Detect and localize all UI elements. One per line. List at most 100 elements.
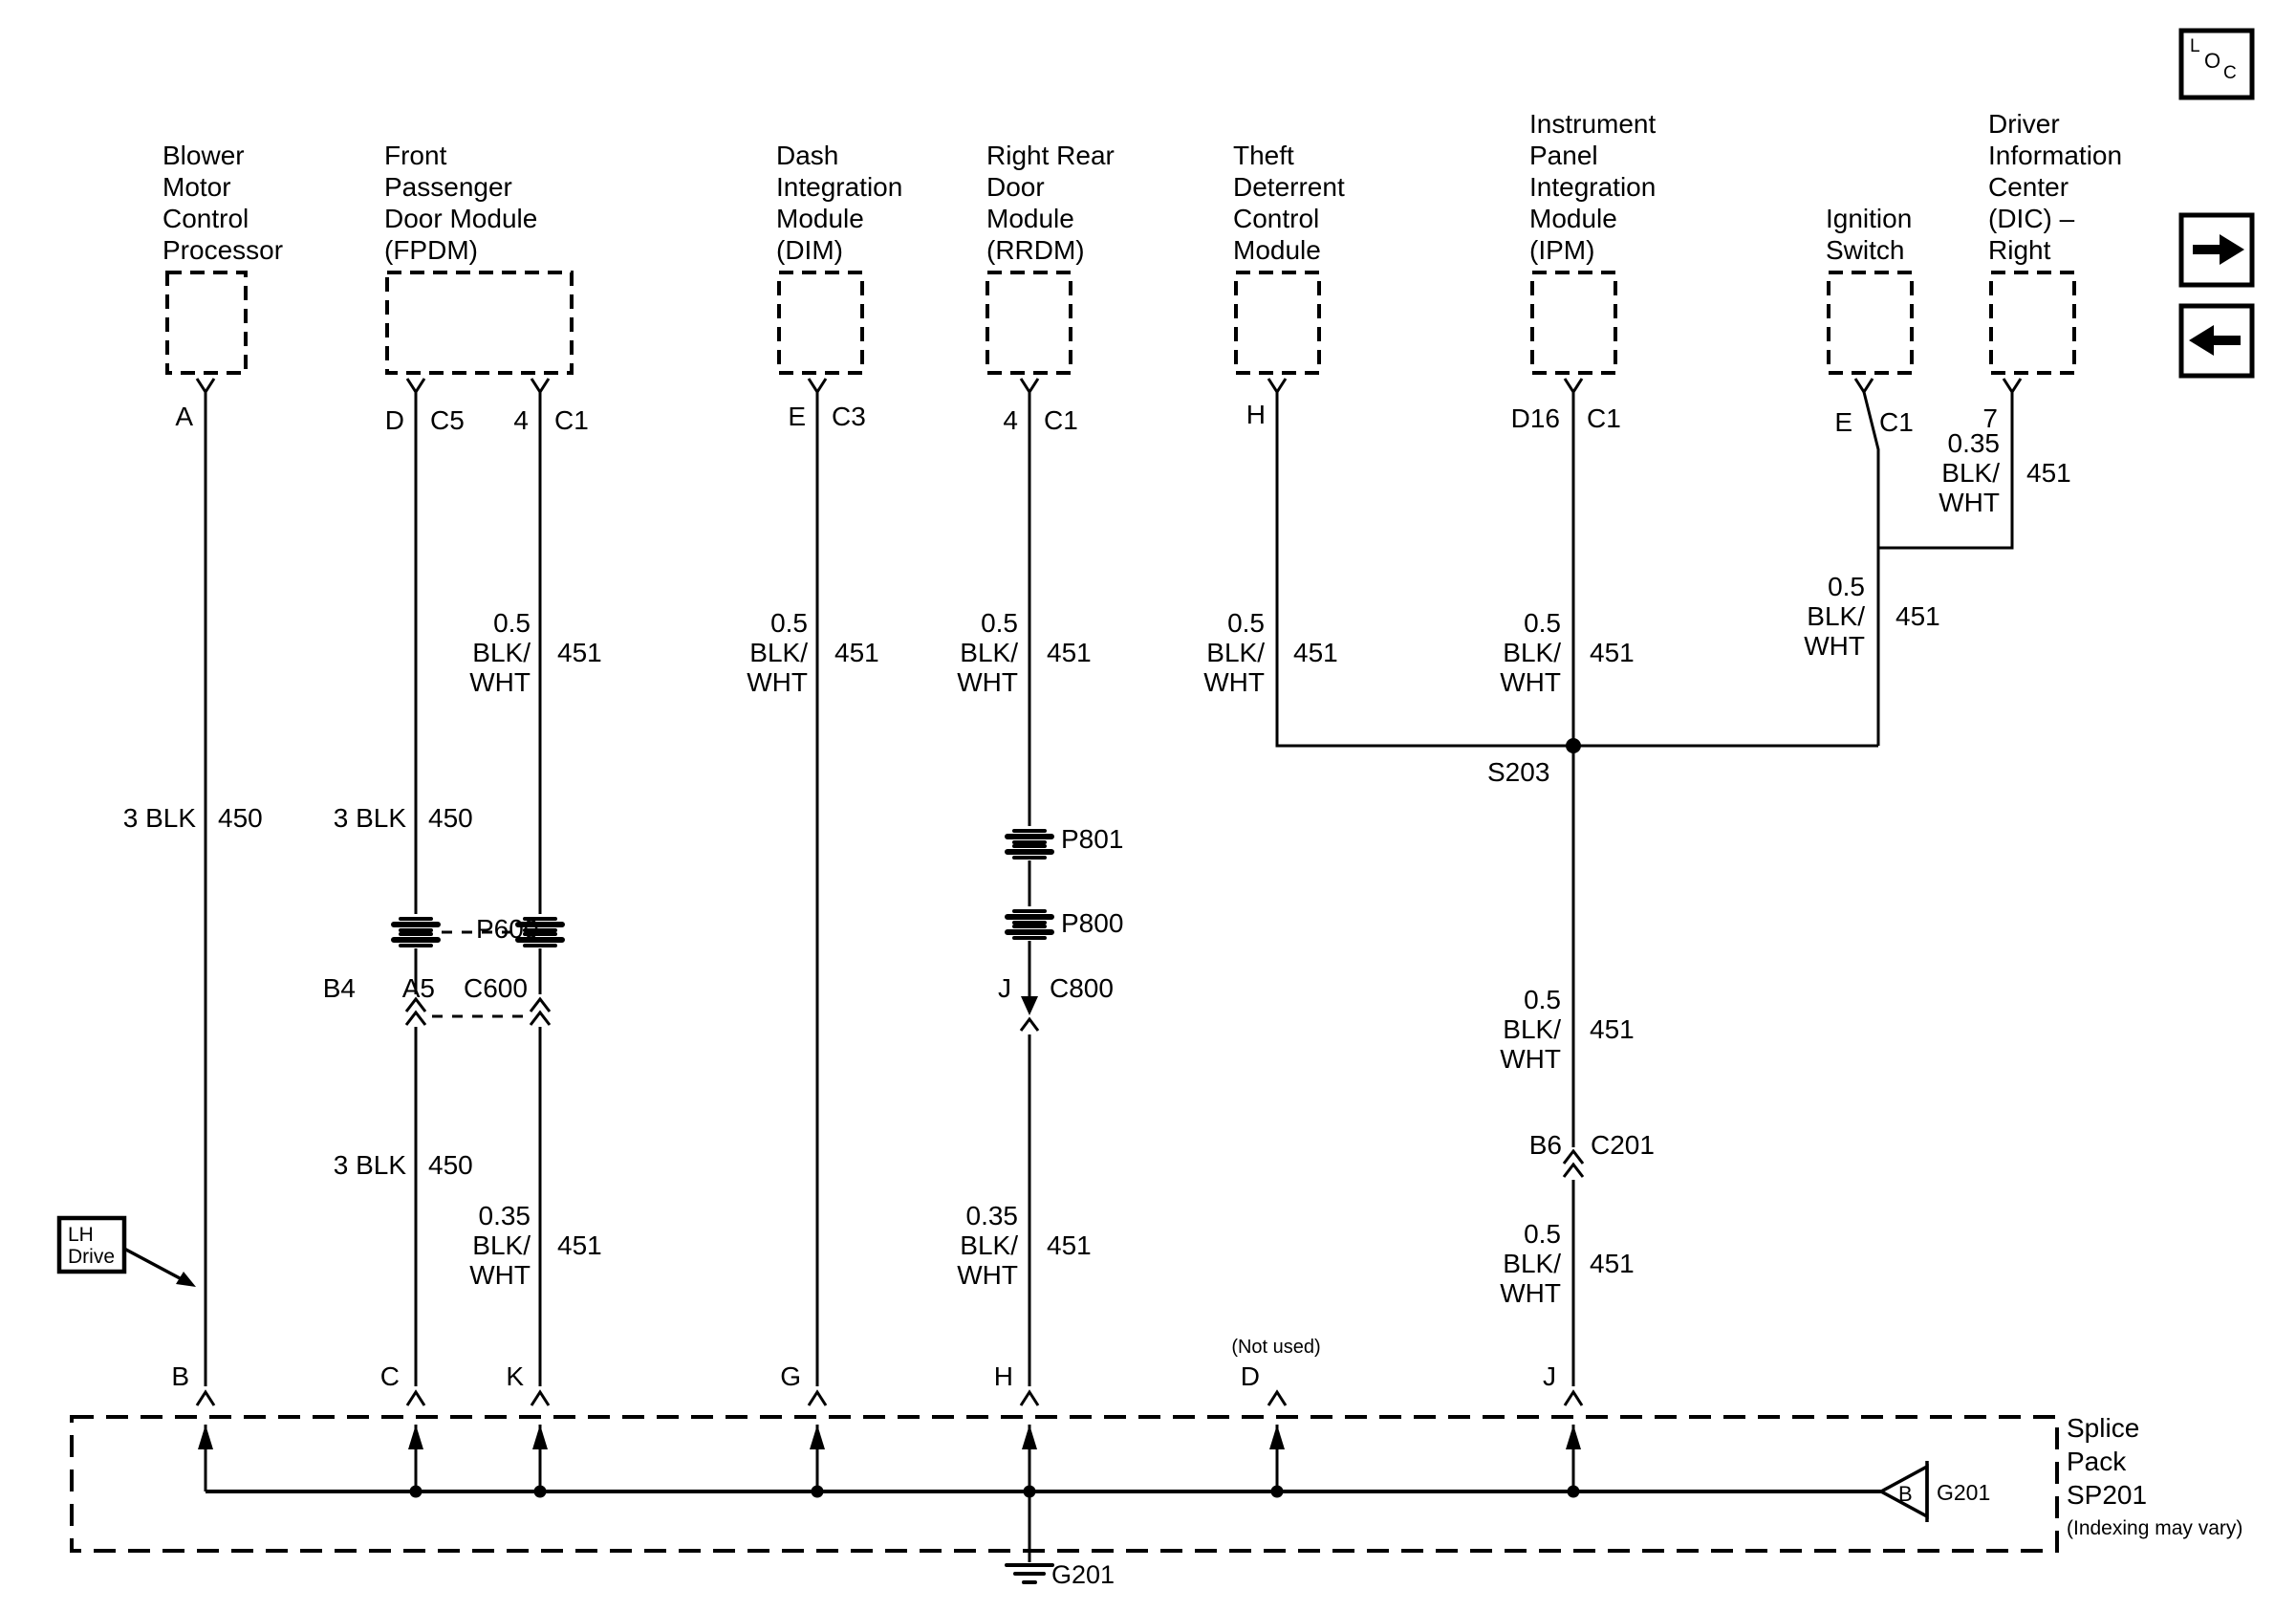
module-label-line: Deterrent [1233,172,1345,202]
wire-color: BLK/ [1206,638,1265,667]
wire-color: WHT [1804,631,1865,661]
theft-module-box [1234,271,1321,375]
module-label-line: (RRDM) [986,235,1085,265]
connector-label-dim-c3: C3 [832,402,866,431]
connector-pin-b4: B4 [322,973,356,1003]
c800-connector-icon [1019,996,1040,1032]
wire-spec-label: 0.5 BLK/ WHT [459,608,531,697]
pin-label-dic-7: 7 [1982,403,1998,433]
wire-color: BLK/ [1503,1249,1561,1278]
module-label-blower: Blower Motor Control Processor [162,140,283,266]
module-label-line: Door Module [384,204,538,233]
wire-circuit-label: 451 [1293,638,1338,667]
wire-circuit-label: 450 [428,803,473,833]
loc-letter-c: C [2223,63,2237,83]
wire-spec-label: 0.35 BLK/ WHT [943,1201,1018,1290]
module-label-line: Blower [162,141,245,170]
wire-color: BLK/ [960,638,1018,667]
module-label-line: Center [1988,172,2069,202]
wire-size: 0.35 [478,1201,531,1230]
wire-color: WHT [469,1260,531,1290]
module-label-line: Control [162,204,249,233]
next-page-box[interactable] [2178,212,2255,288]
s203-splice-dot [1566,738,1581,753]
connector-label-p801: P801 [1061,824,1124,854]
wire-size: 0.35 [1947,428,2001,458]
wire-circuit-label: 451 [834,638,879,667]
terminal-label-d: D [1240,1361,1260,1391]
module-label-theft: Theft Deterrent Control Module [1233,140,1345,266]
wire-color: BLK/ [749,638,808,667]
connector-label-c600: C600 [464,973,528,1003]
module-label-line: Control [1233,204,1320,233]
module-label-line: (DIC) – [1988,204,2075,233]
dic-module-box [1989,271,2076,375]
lh-drive-label-line: Drive [68,1246,116,1268]
wire-circuit-label: 451 [557,1230,602,1260]
module-label-line: Module [776,204,864,233]
wire-size: 0.5 [1828,572,1865,601]
pin-label-ign-e: E [1834,407,1852,437]
wire-spec-label: 0.5 BLK/ WHT [1489,985,1561,1074]
wire-circuit-label: 451 [1047,638,1092,667]
wire-circuit-label: 451 [1047,1230,1092,1260]
c201-connector-icon [1562,1148,1585,1178]
wire-spec-label: 0.5 BLK/ WHT [946,608,1018,697]
loc-box[interactable] [2178,28,2255,100]
splice-pack-label-line: Pack [2067,1447,2127,1476]
wire-circuit-label: 450 [428,1150,473,1180]
prev-page-box[interactable] [2178,303,2255,379]
module-label-line: Module [1233,235,1321,265]
wire-spec-label: 0.5 BLK/ WHT [1793,572,1865,661]
module-label-ignition: Ignition Switch [1826,203,1912,266]
loc-letter-l: L [2190,36,2200,56]
terminal-label-b: B [171,1361,189,1391]
ignition-module-box [1827,271,1914,375]
wire-gauge-label: 3 BLK [122,803,196,833]
wire-spec-label: 0.5 BLK/ WHT [736,608,808,697]
wire-circuit-label: 451 [1590,1249,1635,1278]
theft-pin-terminal [1267,378,1288,395]
loc-letter-o: O [2204,49,2221,73]
wire-color: WHT [1939,488,2000,517]
fpdm-pin-d-terminal [405,378,426,395]
pin-label-ipm-d16: D16 [1510,403,1560,433]
blower-pin-terminal [195,378,216,395]
module-label-rrdm: Right Rear Door Module (RRDM) [986,140,1115,266]
right-arrow-icon [2193,234,2244,265]
connector-pin-b6: B6 [1528,1130,1562,1160]
pin-label-blower-a: A [175,402,193,431]
connector-label-ign-c1: C1 [1879,407,1914,437]
terminal-label-j: J [1543,1361,1556,1391]
module-label-line: Switch [1826,235,1905,265]
g201-triangle-letter: B [1898,1482,1913,1506]
wire-size: 0.5 [1524,1219,1561,1249]
splice-bus-dots [409,1485,1580,1498]
wire-color: WHT [1500,667,1561,697]
module-label-line: Panel [1529,141,1598,170]
splice-entry-chevrons [195,1389,1584,1406]
splice-label-s203: S203 [1487,757,1550,787]
connector-label-c800: C800 [1050,973,1114,1003]
wire-spec-label: 0.35 BLK/ WHT [1925,428,2000,517]
dim-module-box [777,271,864,375]
connector-label-ipm-c1: C1 [1587,403,1621,433]
lh-drive-arrow-head [176,1272,196,1287]
wire-spec-label: 0.5 BLK/ WHT [1193,608,1265,697]
fpdm-pin-4-terminal [530,378,551,395]
splice-pack-box [70,1415,2059,1553]
module-label-line: Right [1988,235,2051,265]
ignition-pin-terminal [1853,378,1874,395]
module-label-line: Ignition [1826,204,1913,233]
module-label-line: (FPDM) [384,235,478,265]
p800-grommet-icon [1005,909,1054,940]
ground-label-g201: G201 [1051,1560,1116,1589]
module-label-fpdm: Front Passenger Door Module (FPDM) [384,140,537,266]
connector-label-fpdm-c1: C1 [554,405,589,435]
module-label-line: Passenger [384,172,512,202]
wire-color: WHT [1500,1044,1561,1074]
connector-pin-j: J [998,973,1011,1003]
pin-label-dim-e: E [788,402,806,431]
module-label-line: Integration [776,172,903,202]
